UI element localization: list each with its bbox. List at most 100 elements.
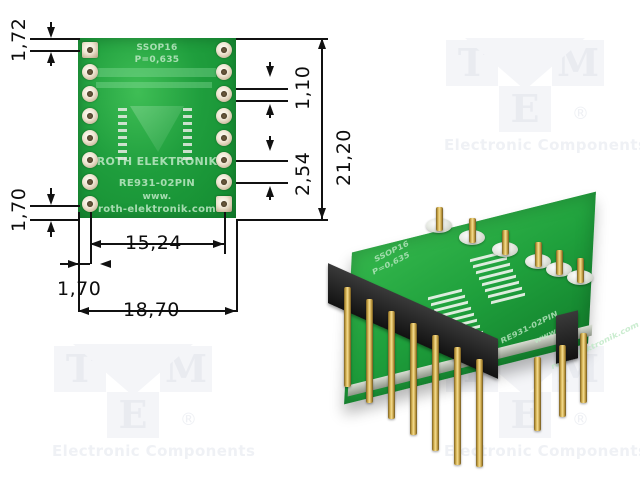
dimension-witness-line xyxy=(269,62,271,70)
through-hole-pad-3 xyxy=(82,86,98,102)
ssop-pad xyxy=(183,115,192,118)
pcb-trace-band xyxy=(92,68,216,77)
dimension-arrow-down xyxy=(266,66,274,77)
dimension-witness-line xyxy=(269,192,271,200)
photo-pin xyxy=(410,323,417,435)
extension-line-first-pad xyxy=(30,50,80,52)
ssop-pad xyxy=(118,122,127,125)
through-hole-pad-1 xyxy=(82,42,98,58)
photo-pin xyxy=(556,250,563,275)
ssop-pad xyxy=(183,108,192,111)
through-hole-pad-14 xyxy=(216,86,232,102)
photo-pin xyxy=(534,357,541,431)
dimension-arrow-down xyxy=(318,208,326,219)
dimension-witness-line xyxy=(50,58,52,66)
pcb-trace-band xyxy=(96,82,212,88)
ssop-pad xyxy=(183,129,192,132)
pcb-silk-website: roth-elektronik.com xyxy=(98,204,216,215)
extension-line-bottom-edge xyxy=(30,219,80,221)
watermark-tagline: Electronic Components xyxy=(444,136,640,154)
watermark-tagline: Electronic Components xyxy=(52,442,256,460)
watermark-tme-top-right: T M E ® Electronic Components xyxy=(432,30,640,160)
through-hole-pad-5 xyxy=(82,130,98,146)
through-hole-pad-4 xyxy=(82,108,98,124)
dimension-arrow-right xyxy=(213,240,224,248)
ssop-pad xyxy=(118,129,127,132)
dimension-arrow-up xyxy=(266,104,274,115)
extension-line-board-right xyxy=(236,219,238,312)
through-hole-pad-8 xyxy=(82,196,98,212)
ssop-pad xyxy=(118,115,127,118)
ssop-pad xyxy=(118,136,127,139)
through-hole-pad-7 xyxy=(82,174,98,190)
dimension-arrow-left xyxy=(90,240,101,248)
watermark-square-m xyxy=(160,346,212,392)
ssop-pad xyxy=(183,136,192,139)
extension-line-last-pad xyxy=(30,205,80,207)
watermark-letter-m: M xyxy=(164,346,208,391)
extension-line-left-row xyxy=(90,212,92,264)
extension-line-hole-top xyxy=(236,88,288,90)
dimension-label-pitch: 2,54 xyxy=(292,151,314,196)
extension-line-board-top xyxy=(236,38,328,40)
watermark-square-t xyxy=(54,346,106,392)
watermark-square-t xyxy=(446,40,498,86)
pcb-silk-pitch: P=0,635 xyxy=(134,55,180,65)
dimension-arrow-down xyxy=(47,27,55,38)
dimension-arrow-left xyxy=(78,307,89,315)
through-hole-pad-12 xyxy=(216,130,232,146)
watermark-triangle xyxy=(73,344,193,396)
dimension-arrow-up xyxy=(318,38,326,49)
watermark-letter-t: T xyxy=(457,40,487,85)
watermark-square-e xyxy=(499,86,551,132)
ssop-pad xyxy=(183,143,192,146)
extension-line-hole-bottom xyxy=(236,100,288,102)
product-photo-3d: SSOP16 P=0,635 RE931-02PIN www. roth-ele… xyxy=(318,191,640,467)
ssop-pad xyxy=(183,157,192,160)
photo-pin xyxy=(580,333,587,403)
pcb-top-view: SSOP16 P=0,635 ROTH ELEKTRONIK RE931-02P… xyxy=(78,38,236,218)
watermark-square-m xyxy=(552,40,604,86)
dimension-label-row-spacing: 15,24 xyxy=(125,232,182,254)
dimension-arrow-down xyxy=(47,194,55,205)
dimension-arrow-down xyxy=(266,140,274,151)
through-hole-pad-2 xyxy=(82,64,98,80)
dimension-arrow-up xyxy=(47,221,55,232)
dimension-witness-line xyxy=(269,136,271,144)
extension-line-pitch-bottom xyxy=(236,182,288,184)
watermark-square-e xyxy=(107,392,159,438)
dimension-arrow-up xyxy=(47,52,55,63)
photo-pin xyxy=(436,207,443,231)
dimension-label-top-offset: 1,72 xyxy=(8,17,30,62)
through-hole-pad-16 xyxy=(216,42,232,58)
dimension-witness-line xyxy=(50,228,52,237)
dimension-witness-line xyxy=(50,22,52,32)
photo-pin xyxy=(502,230,509,255)
pcb-silk-part-number: RE931-02PIN xyxy=(118,178,196,189)
dimension-witness-line xyxy=(50,188,52,197)
dimension-arrow-right xyxy=(68,260,79,268)
watermark-letter-e: E xyxy=(118,392,148,437)
photo-pin xyxy=(432,335,439,451)
through-hole-pad-11 xyxy=(216,152,232,168)
extension-line-pitch-top xyxy=(236,160,288,162)
photo-pin xyxy=(559,345,566,417)
watermark-letter-e: E xyxy=(510,86,540,131)
pcb-silk-manufacturer: ROTH ELEKTRONIK xyxy=(96,155,218,168)
extension-line-top-edge xyxy=(30,38,80,40)
through-hole-pad-13 xyxy=(216,108,232,124)
photo-pin xyxy=(344,287,351,387)
through-hole-pad-9 xyxy=(216,196,232,212)
photo-pin xyxy=(454,347,461,465)
ssop-pad xyxy=(183,122,192,125)
photo-pin xyxy=(476,359,483,467)
dimension-arrow-left xyxy=(100,260,111,268)
pcb-silk-package: SSOP16 xyxy=(136,43,178,53)
dimension-line-board-height xyxy=(321,38,323,219)
dimension-line-row-spacing xyxy=(90,243,224,245)
dimension-label-pad-hole: 1,10 xyxy=(292,65,314,110)
roth-r-logo xyxy=(130,106,184,152)
dimension-label-bottom-offset: 1,70 xyxy=(8,187,30,232)
dimension-label-board-width: 18,70 xyxy=(123,299,180,321)
watermark-letter-t: T xyxy=(65,346,95,391)
